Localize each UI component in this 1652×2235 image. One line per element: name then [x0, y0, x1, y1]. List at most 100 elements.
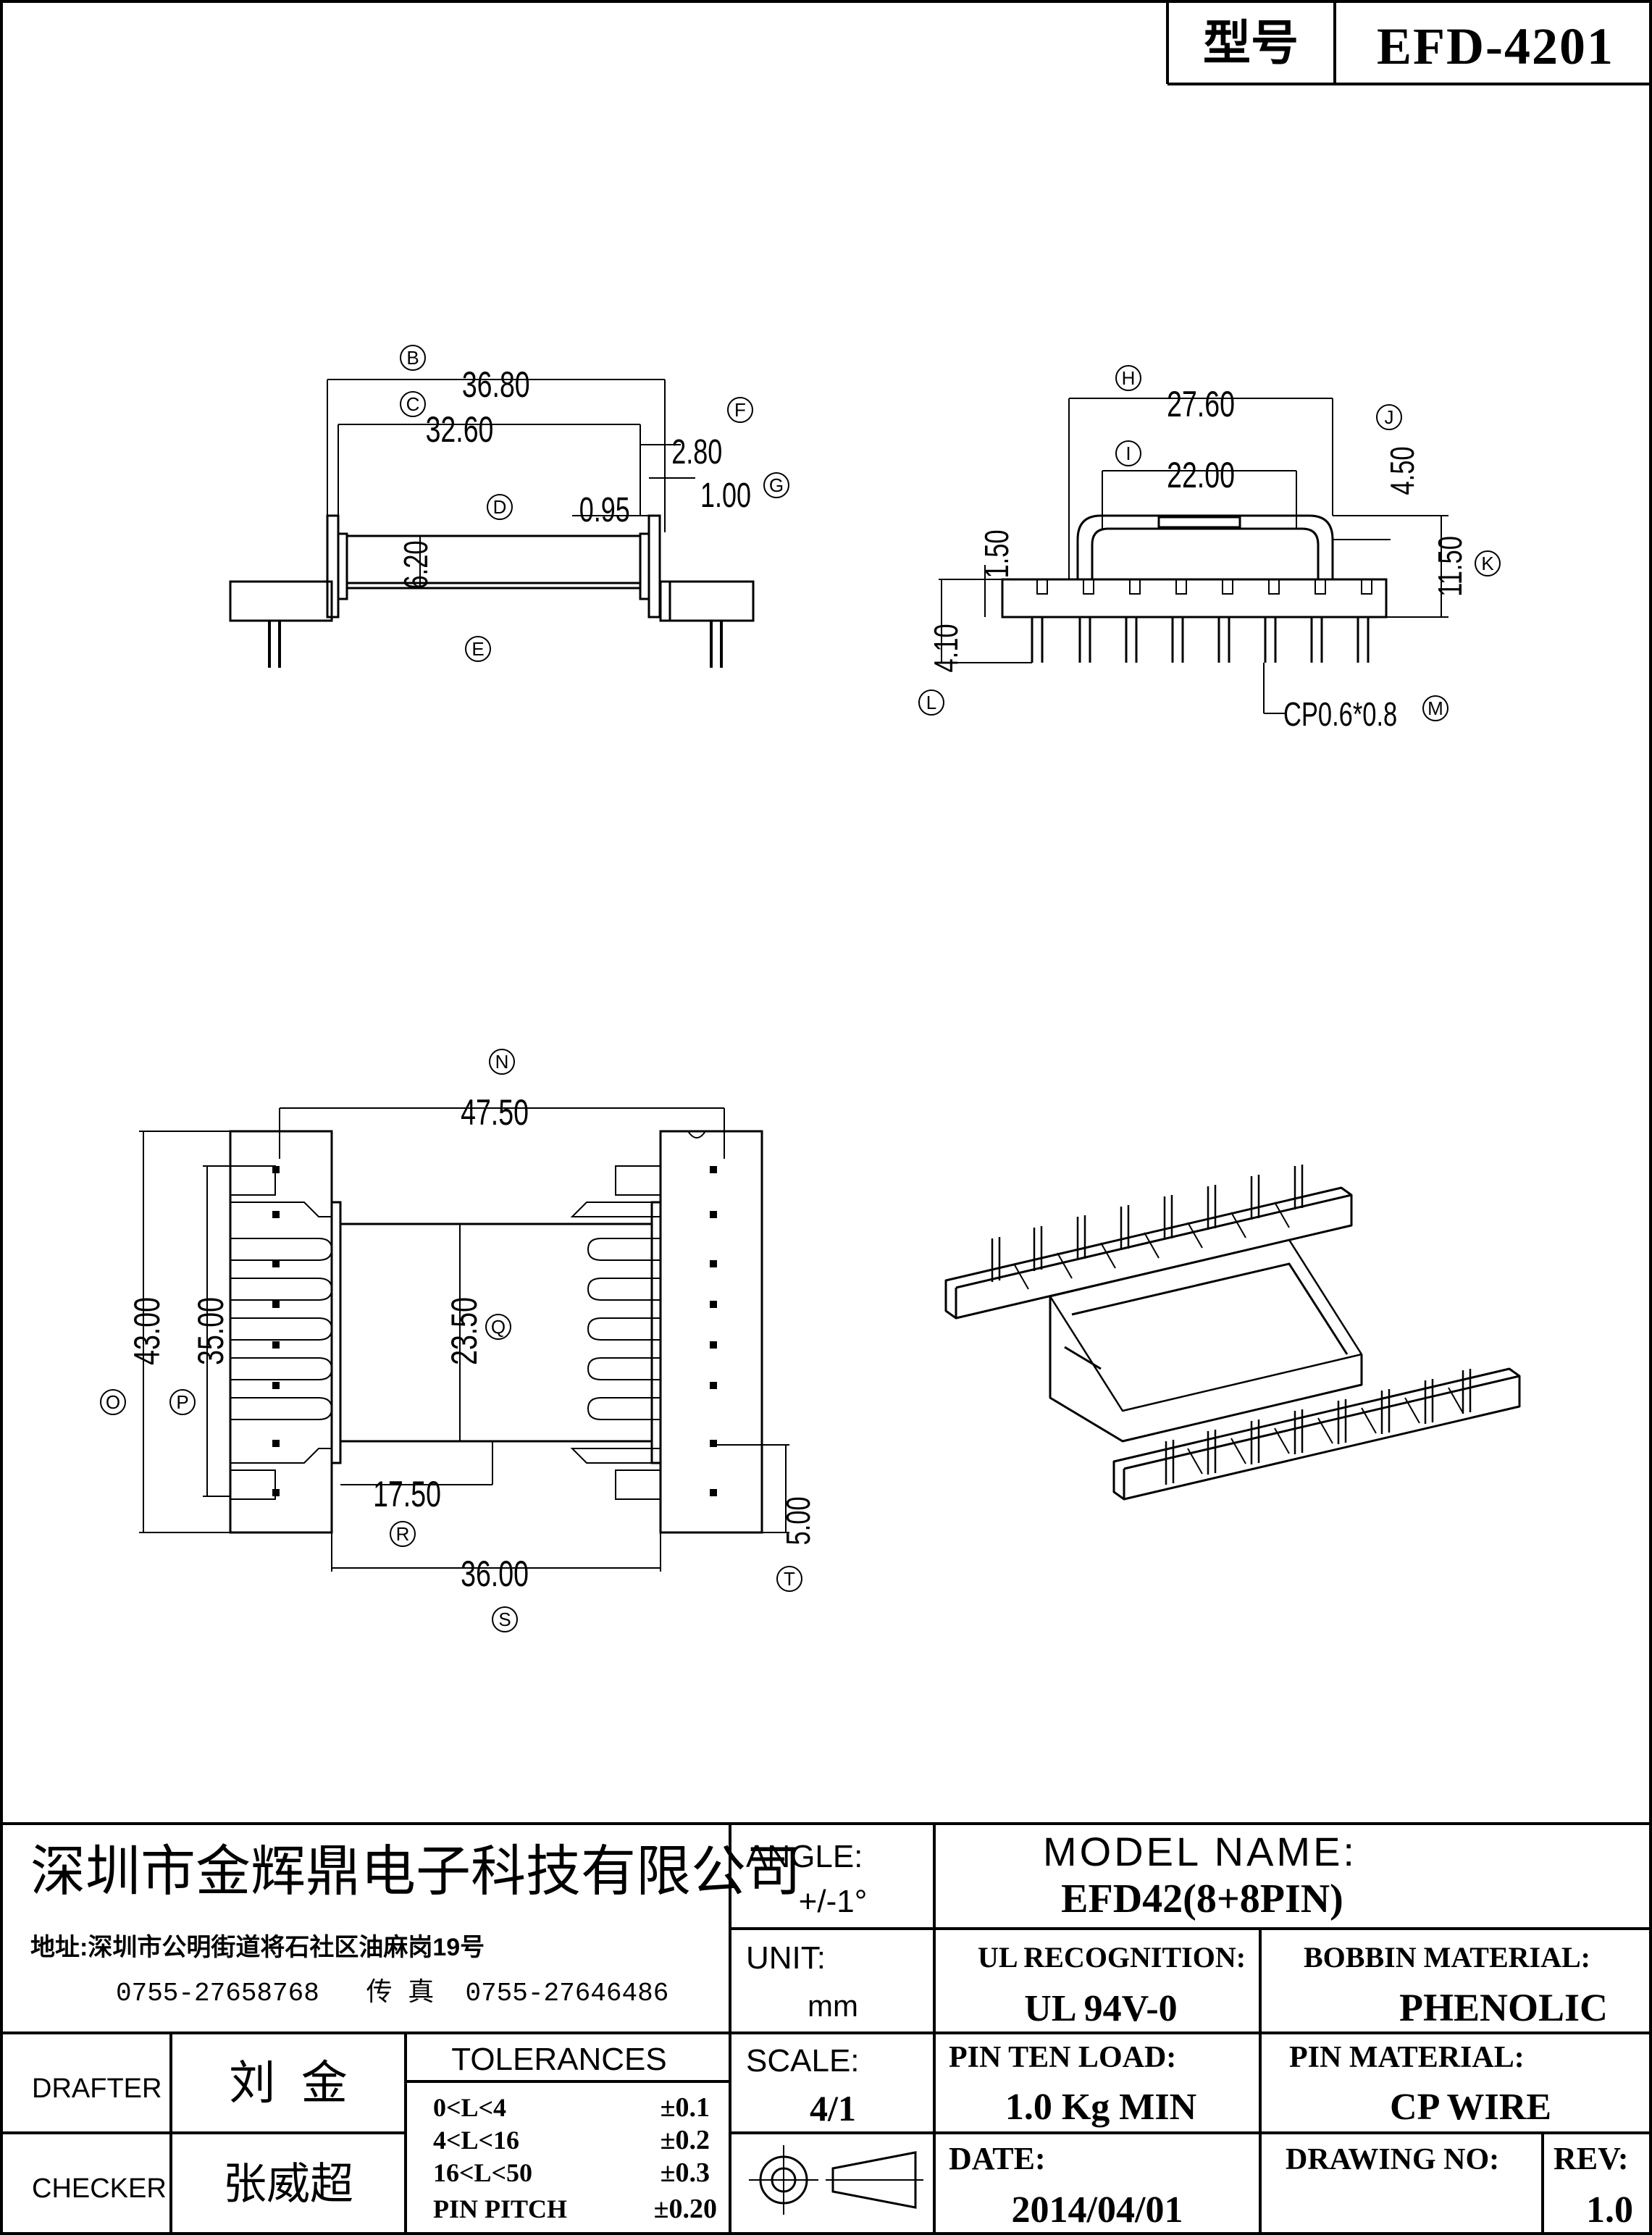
- ul-label: UL RECOGNITION:: [978, 1941, 1246, 1974]
- date-label: DATE:: [949, 2141, 1046, 2176]
- company-phone: 0755-27658768 传 真 0755-27646486: [116, 1977, 668, 2008]
- scale-label: SCALE:: [746, 2043, 860, 2079]
- label-T: T: [776, 1566, 802, 1592]
- dim-D-gap: 0.95: [579, 490, 630, 529]
- tolerance-range-3: PIN PITCH: [433, 2194, 567, 2223]
- model-name-label: MODEL NAME:: [1043, 1829, 1357, 1874]
- tolerance-value-1: ±0.2: [661, 2125, 710, 2155]
- dim-G: 1.00: [700, 476, 751, 514]
- svg-text:K: K: [1481, 553, 1494, 574]
- label-H: H: [1115, 365, 1141, 391]
- svg-text:G: G: [769, 474, 784, 496]
- model-value: EFD-4201: [1377, 17, 1614, 75]
- dim-K: 11.50: [1431, 536, 1469, 597]
- company-name: 深圳市金辉鼎电子科技有限公司: [30, 1841, 801, 1903]
- dim-B: 36.80: [462, 365, 530, 405]
- ul-value: UL 94V-0: [1024, 1988, 1177, 2029]
- dim-S: 36.00: [461, 1554, 529, 1594]
- checker-value: 张威超: [223, 2160, 353, 2208]
- label-S: S: [492, 1606, 518, 1632]
- circled-labels: B C D E F G H I J K L M N O P Q R S T: [100, 345, 1501, 1632]
- angle-value: +/-1°: [799, 1884, 868, 1919]
- front-view-labels: 36.80 32.60 2.80 1.00 0.95 6.20: [397, 365, 751, 590]
- svg-text:C: C: [406, 393, 420, 415]
- pin-material-label: PIN MATERIAL:: [1289, 2041, 1525, 2074]
- drafter-value: 刘 金: [229, 2057, 348, 2109]
- drawing-no-label: DRAWING NO:: [1286, 2143, 1499, 2176]
- svg-text:R: R: [396, 1523, 410, 1545]
- dim-L: 4.10: [927, 624, 965, 672]
- model-header: 型号 EFD-4201: [1166, 3, 1649, 85]
- dim-R: 17.50: [373, 1475, 441, 1514]
- scale-value: 4/1: [810, 2088, 856, 2129]
- svg-text:T: T: [784, 1568, 795, 1590]
- rev-label: REV:: [1554, 2141, 1629, 2176]
- svg-text:J: J: [1385, 406, 1394, 428]
- drafter-label: DRAFTER: [32, 2073, 162, 2104]
- tolerance-value-3: ±0.20: [654, 2194, 717, 2224]
- label-B: B: [400, 345, 426, 371]
- svg-text:F: F: [734, 399, 746, 421]
- dim-left-small: 1.50: [978, 529, 1015, 578]
- svg-text:S: S: [498, 1609, 511, 1630]
- label-Q: Q: [485, 1314, 511, 1340]
- svg-text:Q: Q: [491, 1316, 506, 1338]
- svg-text:E: E: [471, 638, 484, 660]
- svg-text:B: B: [406, 347, 419, 369]
- dim-M: CP0.6*0.8: [1283, 695, 1397, 733]
- label-M: M: [1422, 695, 1448, 721]
- dim-O: 43.00: [127, 1297, 167, 1365]
- dim-F: 2.80: [671, 432, 722, 471]
- side-view: [939, 398, 1448, 714]
- svg-text:I: I: [1125, 443, 1131, 464]
- dim-J: 4.50: [1383, 446, 1421, 495]
- tolerance-range-2: 16<L<50: [433, 2158, 532, 2187]
- label-C: C: [400, 391, 426, 417]
- svg-text:D: D: [493, 496, 507, 518]
- bottom-view-labels: 47.50 43.00 35.00 23.50 17.50 36.00 5.00: [127, 1093, 817, 1594]
- label-J: J: [1376, 404, 1402, 430]
- dim-Q: 23.50: [445, 1297, 485, 1365]
- title-block: [3, 1822, 1649, 2234]
- label-O: O: [100, 1389, 126, 1415]
- dim-I: 22.00: [1167, 456, 1235, 495]
- bobbin-label: BOBBIN MATERIAL:: [1304, 1941, 1590, 1974]
- dim-N: 47.50: [461, 1093, 529, 1133]
- svg-text:N: N: [495, 1051, 509, 1073]
- unit-value: mm: [808, 1989, 858, 2023]
- isometric-view: [944, 1165, 1521, 1501]
- bottom-view: [139, 1107, 789, 1572]
- dim-D-height: 6.20: [397, 540, 435, 589]
- label-N: N: [489, 1049, 515, 1075]
- dim-T: 5.00: [779, 1496, 817, 1545]
- dim-P: 35.00: [191, 1297, 231, 1365]
- label-R: R: [390, 1521, 416, 1547]
- angle-label: ANGLE:: [746, 1839, 863, 1874]
- label-L: L: [918, 689, 944, 716]
- svg-text:P: P: [176, 1391, 188, 1413]
- tolerance-value-0: ±0.1: [661, 2092, 710, 2123]
- tolerances-title: TOLERANCES: [451, 2042, 667, 2077]
- rev-value: 1.0: [1586, 2189, 1633, 2231]
- label-P: P: [169, 1389, 196, 1415]
- label-G: G: [763, 472, 789, 498]
- label-D: D: [487, 494, 513, 520]
- model-label: 型号: [1203, 17, 1299, 70]
- title-block-text: 深圳市金辉鼎电子科技有限公司 地址:深圳市公明街道将石社区油麻岗19号 0755…: [30, 1829, 1633, 2231]
- date-value: 2014/04/01: [1012, 2189, 1183, 2231]
- tolerance-range-0: 0<L<4: [433, 2093, 506, 2122]
- checker-label: CHECKER: [32, 2173, 167, 2204]
- tolerance-value-2: ±0.3: [661, 2158, 710, 2188]
- bobbin-value: PHENOLIC: [1399, 1986, 1608, 2029]
- dim-H: 27.60: [1167, 385, 1235, 424]
- tolerance-range-1: 4<L<16: [433, 2126, 519, 2155]
- pin-load-value: 1.0 Kg MIN: [1005, 2087, 1196, 2128]
- label-F: F: [727, 397, 753, 423]
- model-name-value: EFD42(8+8PIN): [1061, 1877, 1343, 1921]
- pin-load-label: PIN TEN LOAD:: [949, 2041, 1176, 2074]
- side-view-labels: 27.60 22.00 4.50 11.50 1.50 4.10 CP0.6*0…: [927, 385, 1469, 733]
- projection-symbol-icon: [749, 2145, 923, 2215]
- company-address: 地址:深圳市公明街道将石社区油麻岗19号: [30, 1933, 485, 1961]
